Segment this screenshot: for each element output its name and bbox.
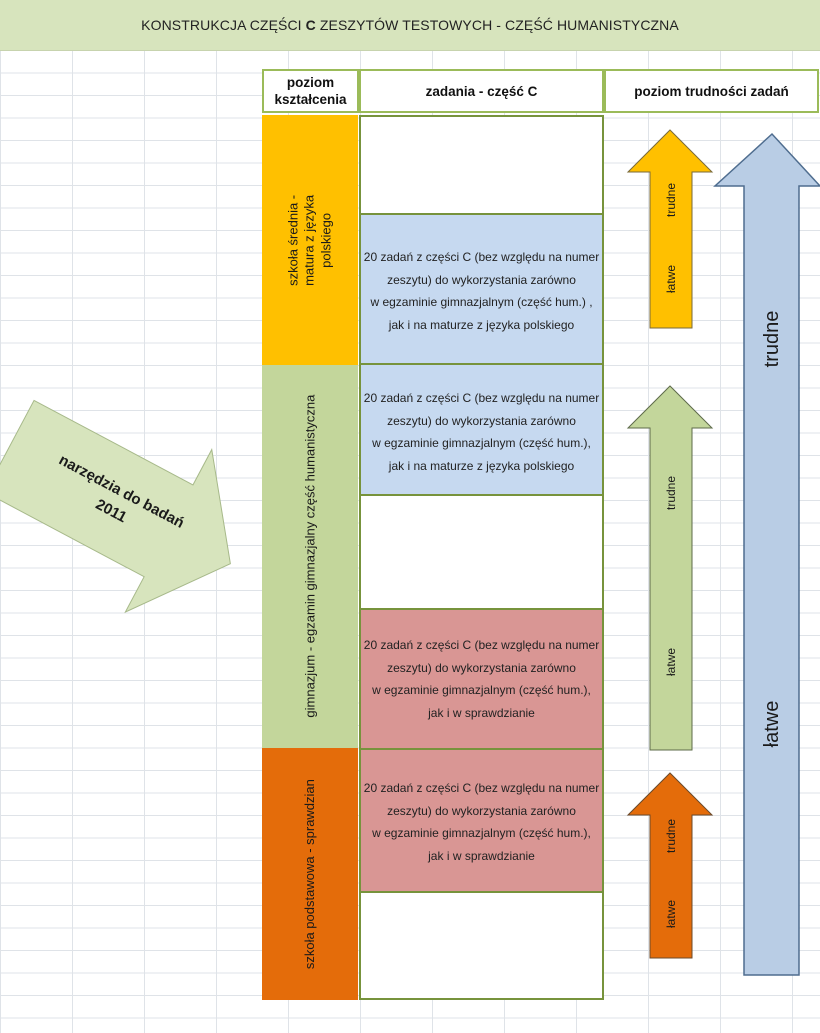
header-tasks: zadania - część C (359, 69, 604, 113)
task-line: 20 zadań z części C (bez względu na nume… (363, 781, 600, 795)
level-gimnazjum-caption: gimnazjum - egzamin gimnazjalny część hu… (301, 395, 317, 718)
title-part-2: C (305, 17, 316, 33)
task-line: w egzaminie gimnazjalnym (część hum.), (372, 826, 591, 840)
title-part-3: ZESZYTÓW TESTOWYCH - CZĘŚĆ HUMANISTYCZNA (319, 17, 679, 33)
task-line: w egzaminie gimnazjalnym (część hum.), (372, 436, 591, 450)
level-primary-text: szkoła podstawowa - sprawdzian (262, 748, 358, 1000)
header-difficulty-label: poziom trudności zadań (634, 83, 789, 99)
empty-task-cell (359, 891, 604, 1000)
task-line: 20 zadań z części C (bez względu na nume… (363, 638, 600, 652)
task-line: 20 zadań z części C (bez względu na nume… (363, 250, 600, 264)
task-line: jak i w sprawdzianie (428, 705, 535, 720)
task-block-sprawdzian: 20 zadań z części C (bez względu na nume… (359, 748, 604, 893)
title-part-1: KONSTRUKCJA CZĘŚCI (141, 17, 302, 33)
task-block-gimnazjum-sprawdzian: 20 zadań z części C (bez względu na nume… (359, 608, 604, 750)
empty-task-cell (359, 494, 604, 610)
level-gimnazjum-text: gimnazjum - egzamin gimnazjalny część hu… (262, 365, 358, 748)
empty-task-cell (359, 115, 604, 215)
task-line: zeszytu) do wykorzystania zarówno (387, 272, 576, 287)
task-line: zeszytu) do wykorzystania zarówno (387, 413, 576, 428)
task-line: 20 zadań z części C (bez względu na nume… (363, 391, 600, 405)
task-line: w egzaminie gimnazjalnym (część hum.) , (370, 295, 593, 309)
header-difficulty: poziom trudności zadań (604, 69, 819, 113)
task-block-gimnazjum-matura: 20 zadań z części C (bez względu na nume… (359, 363, 604, 496)
level-secondary-text: szkoła średnia - matura z języka polskie… (262, 115, 358, 365)
header-level-label: poziom kształcenia (274, 75, 347, 107)
task-line: jak i na maturze z języka polskiego (388, 458, 575, 473)
task-line: zeszytu) do wykorzystania zarówno (387, 660, 576, 675)
task-line: jak i w sprawdzianie (428, 848, 535, 863)
level-secondary-caption: szkoła średnia - matura z języka polskie… (285, 194, 334, 286)
task-line: jak i na maturze z języka polskiego (388, 317, 575, 332)
task-block-matura: 20 zadań z części C (bez względu na nume… (359, 213, 604, 365)
header-tasks-label: zadania - część C (425, 83, 538, 99)
header-level: poziom kształcenia (262, 69, 359, 113)
task-line: zeszytu) do wykorzystania zarówno (387, 803, 576, 818)
task-line: w egzaminie gimnazjalnym (część hum.), (372, 683, 591, 697)
page-title: KONSTRUKCJA CZĘŚCI C ZESZYTÓW TESTOWYCH … (0, 0, 820, 51)
level-primary-caption: szkoła podstawowa - sprawdzian (301, 778, 317, 970)
